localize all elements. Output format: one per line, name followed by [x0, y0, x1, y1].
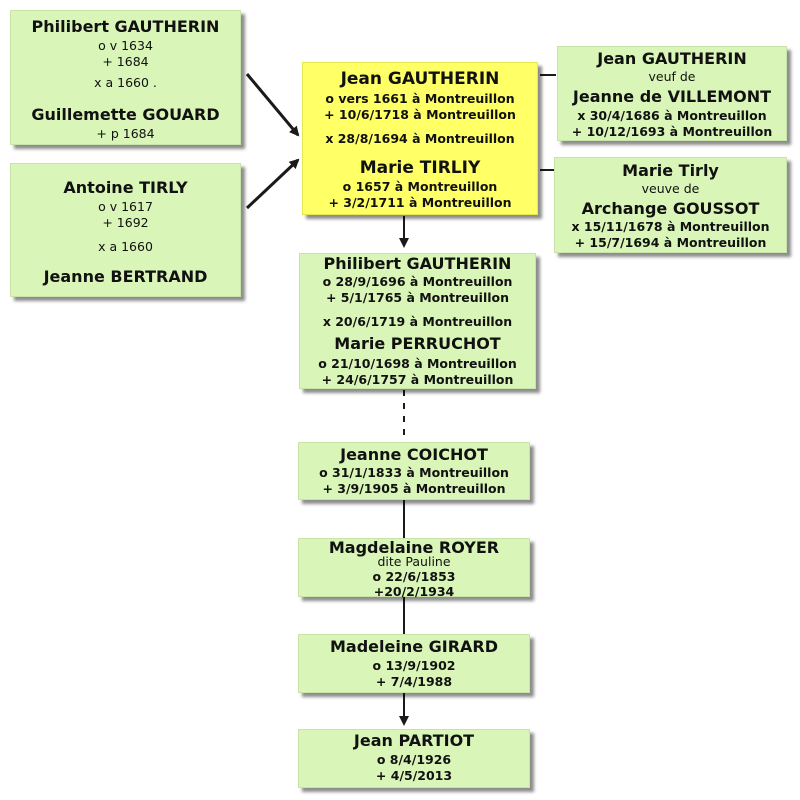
descendant-box-girard: Madeleine GIRARD o 13/9/1902 + 7/4/1988	[298, 634, 530, 693]
birth-date: o v 1634	[98, 38, 153, 53]
birth-date: o v 1617	[98, 199, 153, 214]
death-date: + 7/4/1988	[375, 674, 453, 689]
spouse-death-date: + p 1684	[96, 126, 155, 141]
marriage-date: x a 1660	[98, 239, 153, 254]
spouse-name: Jeanne de VILLEMONT	[572, 87, 772, 106]
death-date: + 15/7/1694 à Montreuillon	[574, 235, 767, 250]
spouse-death-date: + 24/6/1757 à Montreuillon	[321, 372, 514, 387]
nickname-note: dite Pauline	[377, 554, 451, 569]
spouse-birth-date: o 1657 à Montreuillon	[342, 179, 498, 194]
person-name: Philibert GAUTHERIN	[31, 17, 220, 36]
person-name: Antoine TIRLY	[63, 178, 188, 197]
person-name: Marie Tirly	[622, 161, 719, 180]
arrow-parents2-to-main	[245, 158, 300, 210]
marriage-date: x 15/11/1678 à Montreuillon	[571, 219, 770, 234]
death-date: + 1684	[102, 54, 149, 69]
birth-date: o 28/9/1696 à Montreuillon	[322, 274, 513, 289]
person-name: Jean PARTIOT	[353, 731, 475, 750]
spouse-name: Guillemette GOUARD	[31, 105, 220, 124]
marriage-date: x 20/6/1719 à Montreuillon	[322, 314, 513, 329]
relation-note: veuve de	[641, 181, 700, 196]
descendant-box-gautherin-perruchot: Philibert GAUTHERIN o 28/9/1696 à Montre…	[299, 253, 536, 389]
person-name: Jean GAUTHERIN	[597, 49, 747, 68]
arrow-parents1-to-main	[245, 73, 300, 137]
birth-date: o 31/1/1833 à Montreuillon	[319, 465, 509, 480]
spouse-name: Archange GOUSSOT	[581, 199, 760, 218]
death-date: + 10/12/1693 à Montreuillon	[571, 124, 773, 139]
death-date: + 1692	[102, 215, 149, 230]
main-couple-box: Jean GAUTHERIN o vers 1661 à Montreuillo…	[302, 62, 538, 215]
spouse-name: Jeanne BERTRAND	[43, 267, 208, 286]
birth-date: o 8/4/1926	[376, 752, 452, 767]
relation-note: veuf de	[648, 69, 696, 84]
person-name: Madeleine GIRARD	[329, 637, 499, 656]
descendant-box-coichot: Jeanne COICHOT o 31/1/1833 à Montreuillo…	[298, 442, 530, 500]
previous-marriage-box-wife: Marie Tirly veuve de Archange GOUSSOT x …	[554, 157, 787, 253]
person-name: Jeanne COICHOT	[340, 445, 488, 464]
spouse-name: Marie TIRLIY	[359, 158, 481, 178]
person-name: Jean GAUTHERIN	[340, 69, 500, 89]
birth-date: o vers 1661 à Montreuillon	[325, 91, 515, 106]
death-date: + 10/6/1718 à Montreuillon	[324, 107, 516, 122]
death-date: + 4/5/2013	[375, 768, 453, 783]
death-date: + 3/9/1905 à Montreuillon	[322, 481, 506, 496]
birth-date: o 13/9/1902	[372, 658, 456, 673]
descendant-box-partiot: Jean PARTIOT o 8/4/1926 + 4/5/2013	[298, 729, 530, 788]
death-date: +20/2/1934	[373, 584, 455, 599]
descendant-box-royer: Magdelaine ROYER dite Pauline o 22/6/185…	[298, 538, 530, 599]
spouse-birth-date: o 21/10/1698 à Montreuillon	[318, 356, 517, 371]
death-date: + 5/1/1765 à Montreuillon	[325, 290, 510, 305]
ancestor-box-tirly-bertrand: Antoine TIRLY o v 1617 + 1692 x a 1660 J…	[10, 163, 241, 297]
person-name: Magdelaine ROYER	[328, 538, 500, 557]
ancestor-box-gautherin-gouard: Philibert GAUTHERIN o v 1634 + 1684 x a …	[10, 10, 241, 145]
previous-marriage-box-husband: Jean GAUTHERIN veuf de Jeanne de VILLEMO…	[557, 46, 787, 141]
spouse-name: Marie PERRUCHOT	[334, 334, 501, 353]
marriage-date: x 28/8/1694 à Montreuillon	[325, 131, 515, 146]
marriage-date: x 30/4/1686 à Montreuillon	[577, 108, 767, 123]
spouse-death-date: + 3/2/1711 à Montreuillon	[328, 195, 512, 210]
birth-date: o 22/6/1853	[372, 569, 456, 584]
marriage-date: x a 1660 .	[94, 75, 157, 90]
person-name: Philibert GAUTHERIN	[323, 254, 512, 273]
